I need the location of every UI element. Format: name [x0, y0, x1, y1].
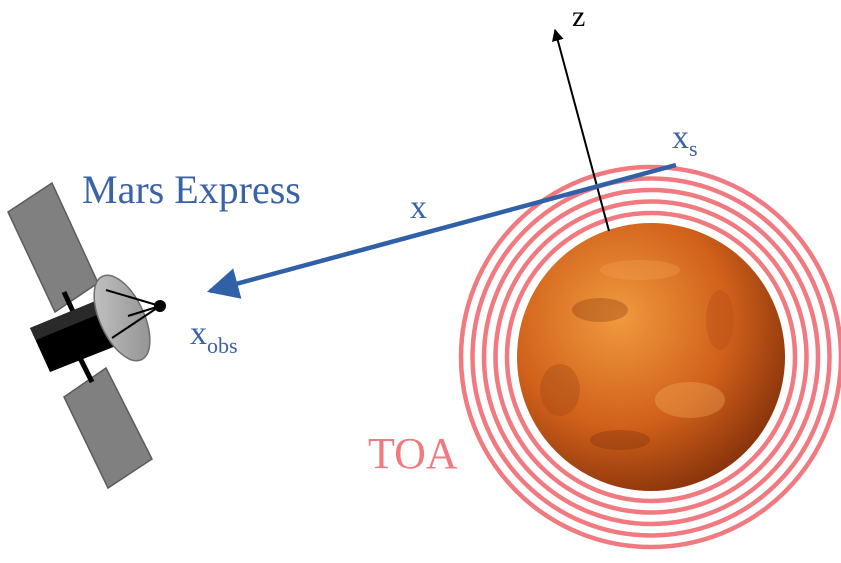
- source-label-subscript: s: [689, 136, 698, 161]
- antenna-feed: [154, 300, 166, 312]
- atmosphere-ring: [504, 210, 798, 504]
- toa-label: TOA: [368, 429, 458, 478]
- z-axis-arrow: [552, 28, 610, 232]
- ray-x-arrow: [206, 162, 677, 299]
- atmosphere-ring: [493, 199, 809, 515]
- antenna-strut-2: [111, 305, 161, 339]
- atmosphere-ring: [481, 187, 821, 527]
- source-label-base: x: [672, 119, 689, 156]
- antenna-strut-1: [105, 289, 161, 307]
- observer-point-label: xobs: [190, 315, 238, 358]
- atmosphere-ring: [458, 164, 841, 550]
- atmosphere-rings: [458, 164, 841, 550]
- source-point-label: xs: [672, 119, 698, 161]
- z-axis-label: z: [572, 0, 585, 33]
- spacecraft-bus: [30, 300, 116, 372]
- ray-label: x: [410, 189, 427, 226]
- satellite-icon: [7, 181, 166, 490]
- planet-surface-texture: [540, 260, 734, 450]
- solar-panel-lower: [63, 366, 153, 490]
- atmosphere-ring: [470, 176, 832, 538]
- spacecraft-name-label: Mars Express: [82, 167, 301, 212]
- observer-label-subscript: obs: [207, 333, 238, 358]
- antenna-dish: [93, 274, 151, 362]
- observer-label-base: x: [190, 315, 207, 352]
- panel-boom-lower: [77, 356, 95, 384]
- spacecraft-bus-shade: [30, 300, 104, 340]
- mars-planet-icon: [517, 223, 785, 491]
